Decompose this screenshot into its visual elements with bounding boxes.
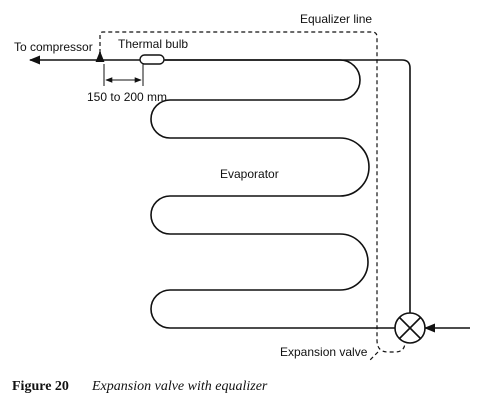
evaporator-label: Evaporator bbox=[220, 167, 279, 181]
expansion-valve-icon bbox=[394, 312, 426, 344]
liquid-riser bbox=[165, 59, 411, 313]
figure-number: Figure 20 bbox=[12, 379, 69, 394]
expansion-valve-label: Expansion valve bbox=[280, 345, 368, 359]
thermal-bulb-icon bbox=[139, 54, 165, 65]
equalizer-line bbox=[99, 31, 406, 353]
figure-caption: Expansion valve with equalizer bbox=[91, 379, 268, 394]
thermal-bulb-label: Thermal bulb bbox=[118, 37, 188, 51]
distance-label: 150 to 200 mm bbox=[87, 90, 167, 104]
distance-dimension bbox=[103, 64, 144, 86]
to-compressor-label: To compressor bbox=[14, 40, 93, 54]
evaporator-coil bbox=[150, 59, 395, 329]
equalizer-line-label: Equalizer line bbox=[300, 12, 372, 26]
valve-dashed-connector bbox=[369, 351, 379, 361]
